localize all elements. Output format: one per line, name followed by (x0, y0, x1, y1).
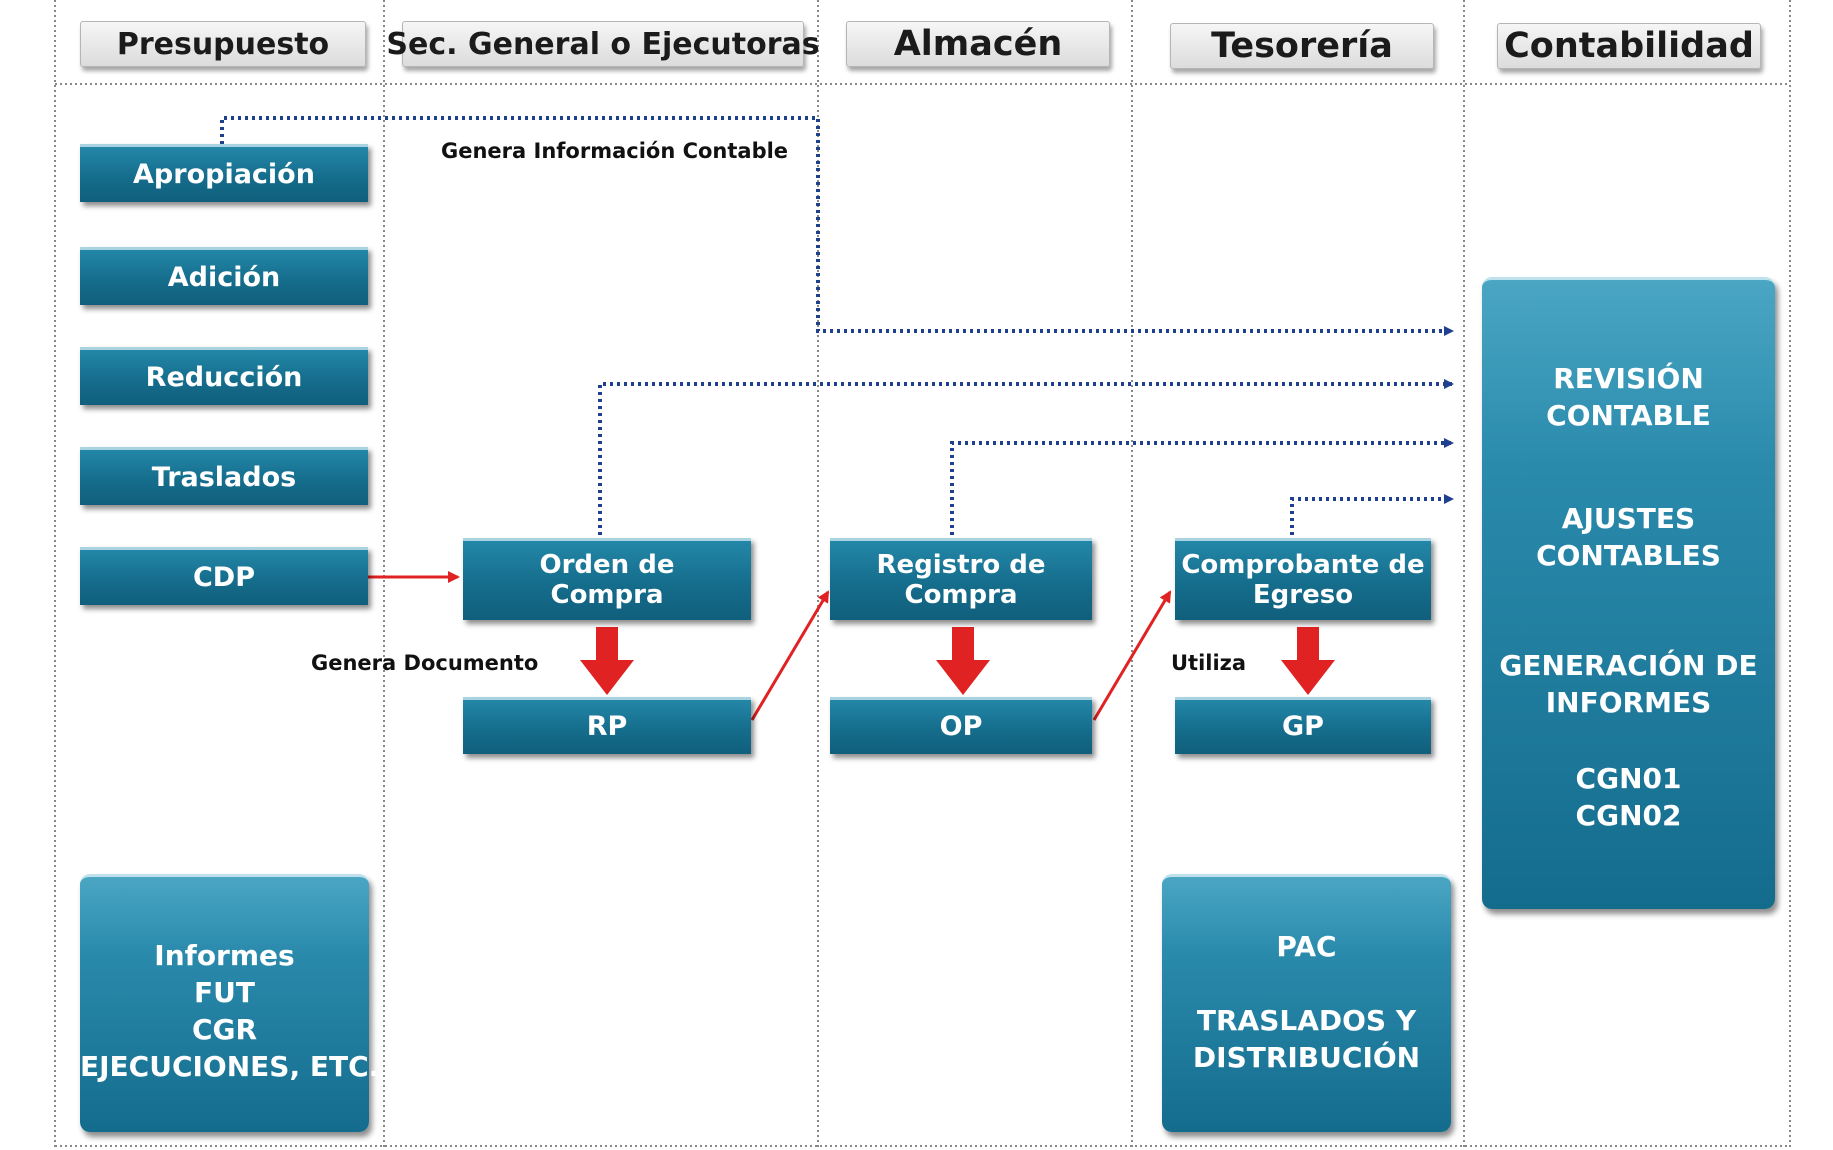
adicion-box: Adición (80, 247, 368, 305)
generacion-informes-line-2: INFORMES (1545, 686, 1712, 719)
orden-de-compra-line-1: Orden de (539, 550, 675, 581)
utiliza-label: Utiliza (1171, 651, 1247, 675)
ajustes-contables-line-1: AJUSTES (1561, 502, 1696, 535)
lane-header-presupuesto: Presupuesto (80, 21, 366, 67)
genera-documento-label: Genera Documento (311, 651, 539, 675)
traslados-box: Traslados (80, 447, 368, 505)
orden-de-compra-line-2: Compra (550, 579, 664, 610)
revision-contable-line-2: CONTABLE (1546, 399, 1711, 432)
tesoreria-pac-label: PAC (1276, 930, 1337, 963)
lane-header-almacen: Almacén (846, 21, 1110, 67)
generacion-informes-line-1: GENERACIÓN DE (1499, 649, 1758, 682)
down-arrows (580, 627, 1335, 695)
rp-box: RP (463, 697, 751, 754)
registro-de-compra-line-2: Compra (904, 579, 1018, 610)
tesoreria-line-3: DISTRIBUCIÓN (1192, 1041, 1421, 1074)
gp-box: GP (1175, 697, 1431, 754)
contabilidad-panel: REVISIÓN CONTABLE AJUSTES CONTABLES GENE… (1482, 277, 1775, 909)
informes-line-2: FUT (194, 976, 255, 1009)
reduccion-box: Reducción (80, 347, 368, 405)
info-connectors (220, 116, 1454, 535)
genera-informacion-contable-label: Genera Información Contable (441, 139, 789, 163)
lane-dividers (54, 0, 1791, 1150)
comprobante-de-egreso-line-1: Comprobante de (1181, 550, 1425, 581)
revision-contable-line-1: REVISIÓN (1553, 362, 1704, 395)
apropiacion-box: Apropiación (80, 144, 368, 202)
comprobante-de-egreso-line-2: Egreso (1252, 579, 1354, 610)
lane-header-tesoreria: Tesorería (1170, 23, 1434, 69)
ajustes-contables-line-2: CONTABLES (1536, 539, 1721, 572)
registro-de-compra-line-1: Registro de (876, 550, 1046, 581)
lane-header-sec-general: Sec. General o Ejecutoras (386, 21, 820, 67)
informes-line-3: CGR (191, 1013, 258, 1046)
cgn02-label: CGN02 (1575, 799, 1682, 832)
registro-de-compra-box: Registro de Compra (830, 538, 1092, 620)
informes-panel: Informes FUT CGR EJECUCIONES, ETC. (80, 874, 380, 1132)
comprobante-de-egreso-box: Comprobante de Egreso (1175, 538, 1431, 620)
cgn01-label: CGN01 (1575, 762, 1682, 795)
informes-line-4: EJECUCIONES, ETC. (80, 1050, 380, 1083)
lane-header-contabilidad: Contabilidad (1497, 23, 1761, 69)
op-box: OP (830, 697, 1092, 754)
tesoreria-panel: PAC TRASLADOS Y DISTRIBUCIÓN (1162, 874, 1451, 1132)
flow-arrows (368, 571, 1172, 721)
informes-line-1: Informes (154, 939, 295, 972)
orden-de-compra-box: Orden de Compra (463, 538, 751, 620)
tesoreria-line-2: TRASLADOS Y (1196, 1004, 1417, 1037)
cdp-box: CDP (80, 547, 368, 605)
